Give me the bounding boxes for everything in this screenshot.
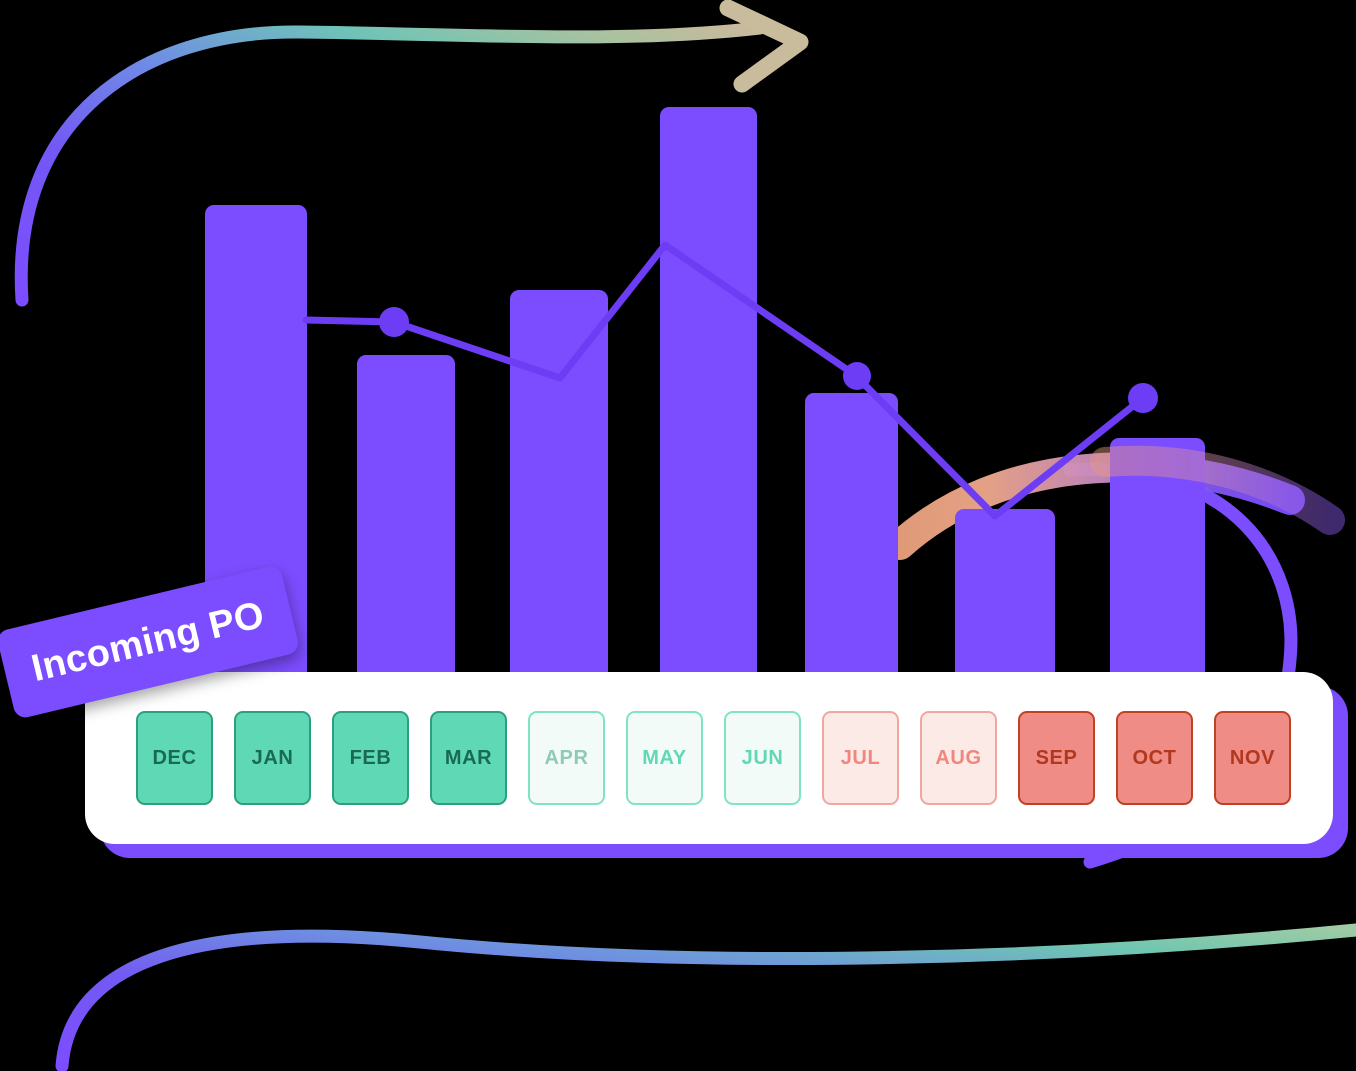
month-chip-label: NOV [1229, 746, 1276, 769]
month-chip-aug[interactable]: AUG [920, 711, 997, 805]
month-chip-label: AUG [935, 746, 982, 769]
month-chip-jul[interactable]: JUL [822, 711, 899, 805]
bar-may [955, 509, 1055, 686]
trend-marker-jan [379, 307, 409, 337]
month-chip-label: JUL [840, 746, 881, 769]
month-chip-label: JUN [741, 746, 784, 769]
bar-dec [205, 205, 307, 686]
trend-marker-apr [843, 362, 871, 390]
month-chip-label: JAN [251, 746, 294, 769]
trend-line-path [302, 241, 1147, 520]
month-chip-sep[interactable]: SEP [1018, 711, 1095, 805]
month-chip-feb[interactable]: FEB [332, 711, 409, 805]
month-chip-label: MAY [642, 746, 687, 769]
month-chip-jan[interactable]: JAN [234, 711, 311, 805]
trend-marker-jun [1128, 383, 1158, 413]
month-chip-label: APR [544, 746, 589, 769]
arrow-head-icon [719, 0, 809, 93]
month-selector-panel: DEC JAN FEB MAR APR MAY JUN JUL AUG SEP OCT NOV [85, 672, 1333, 844]
month-chip-label: FEB [349, 746, 392, 769]
month-chip-nov[interactable]: NOV [1214, 711, 1291, 805]
bar-feb [510, 290, 608, 686]
month-chip-apr[interactable]: APR [528, 711, 605, 805]
month-chip-label: OCT [1132, 746, 1177, 769]
peach-swoosh-overlay-path [1090, 445, 1345, 535]
month-chip-dec[interactable]: DEC [136, 711, 213, 805]
month-chip-label: MAR [444, 746, 493, 769]
month-chip-label: SEP [1035, 746, 1078, 769]
month-chip-may[interactable]: MAY [626, 711, 703, 805]
bar-apr [805, 393, 898, 686]
bottom-sweep-path [55, 923, 1356, 1071]
top-sweep-arrow-path [14, 21, 767, 307]
month-chip-label: DEC [152, 746, 197, 769]
month-chip-jun[interactable]: JUN [724, 711, 801, 805]
bar-jan [357, 355, 455, 686]
month-chip-mar[interactable]: MAR [430, 711, 507, 805]
month-chip-oct[interactable]: OCT [1116, 711, 1193, 805]
bar-mar [660, 107, 757, 686]
bar-jun [1110, 438, 1205, 686]
